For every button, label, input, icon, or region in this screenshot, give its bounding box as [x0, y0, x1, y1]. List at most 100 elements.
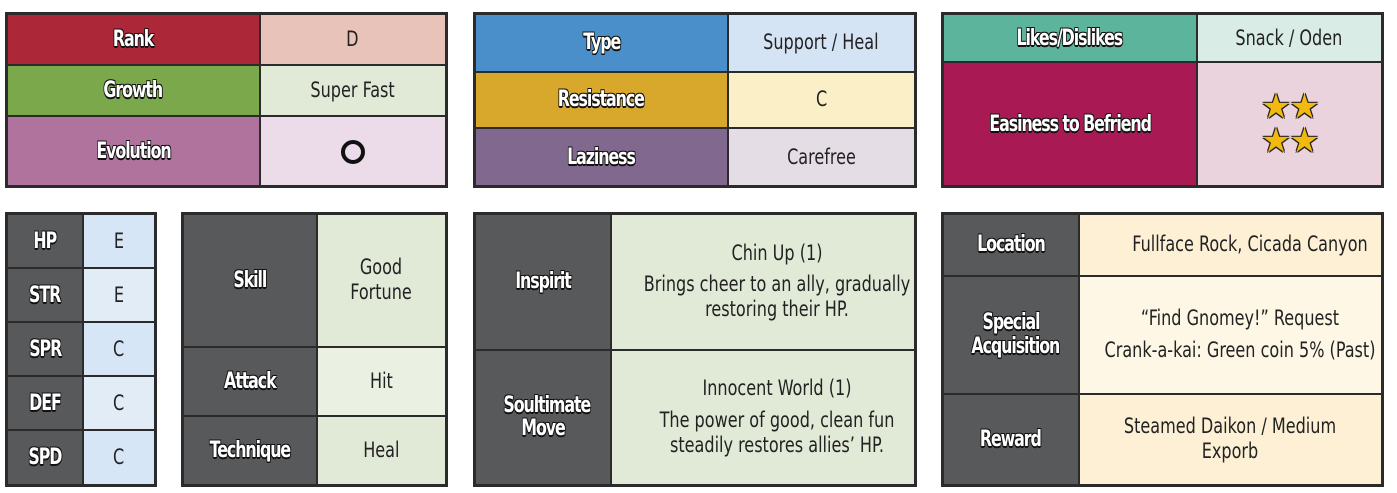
- special-content: “Find Gnomey!” Request Crank-a-kai: Gree…: [1104, 306, 1376, 362]
- reward-label-cell: Reward: [941, 392, 1080, 487]
- skill-label-cell: Skill: [181, 212, 318, 348]
- stat-label: DEF: [28, 390, 62, 416]
- rank-label-cell: Rank: [5, 12, 261, 67]
- laziness-label-cell: Laziness: [473, 127, 729, 188]
- soultimate-label: Soultimate Move: [503, 393, 591, 442]
- technique-value: Heal: [363, 437, 400, 462]
- easiness-label-cell: Easiness to Befriend: [941, 61, 1198, 188]
- technique-value-cell: Heal: [315, 414, 448, 487]
- rank-value: D: [346, 27, 359, 52]
- resistance-value: C: [815, 87, 827, 112]
- stat-label-cell: SPR: [5, 321, 84, 378]
- easiness-value-cell: ★★ ★★: [1195, 61, 1384, 188]
- likes-label: Likes/Dislikes: [1016, 25, 1124, 51]
- acquisition-table: Location Fullface Rock, Cicada Canyon Sp…: [941, 212, 1384, 487]
- reward-label: Reward: [980, 426, 1042, 452]
- rank-label: Rank: [113, 27, 154, 53]
- stat-value-cell: E: [81, 212, 157, 270]
- stat-label: STR: [29, 282, 61, 308]
- type-value-cell: Support / Heal: [726, 12, 917, 73]
- stat-label-cell: HP: [5, 212, 84, 270]
- inspirit-label: Inspirit: [514, 269, 572, 295]
- stat-label-cell: DEF: [5, 375, 84, 432]
- laziness-value: Carefree: [786, 144, 856, 169]
- growth-label: Growth: [103, 78, 164, 104]
- attack-label-cell: Attack: [181, 345, 318, 417]
- stat-value-cell: E: [81, 267, 157, 324]
- skill-label: Skill: [233, 267, 267, 293]
- location-value: Fullface Rock, Cicada Canyon: [1131, 232, 1368, 257]
- type-label-cell: Type: [473, 12, 729, 73]
- evolution-value-cell: [258, 115, 448, 188]
- inspirit-label-cell: Inspirit: [473, 212, 612, 351]
- location-value-cell: Fullface Rock, Cicada Canyon: [1077, 212, 1384, 277]
- stat-value: C: [113, 336, 125, 361]
- technique-label: Technique: [209, 437, 292, 463]
- special-line2: Crank-a-kai: Green coin 5% (Past): [1104, 337, 1375, 362]
- star-icon: ★: [1260, 122, 1292, 161]
- technique-label-cell: Technique: [181, 414, 318, 487]
- inspirit-value-cell: Chin Up (1) Brings cheer to an ally, gra…: [609, 212, 917, 351]
- skill-value-cell: Good Fortune: [315, 212, 448, 348]
- growth-value-cell: Super Fast: [258, 64, 448, 118]
- stat-value-cell: C: [81, 321, 157, 378]
- location-label-cell: Location: [941, 212, 1080, 277]
- evolution-label: Evolution: [96, 138, 171, 164]
- laziness-label: Laziness: [567, 144, 636, 170]
- stat-value: E: [113, 228, 124, 253]
- special-label-cell: Special Acquisition: [941, 274, 1080, 395]
- stat-label: SPR: [28, 336, 62, 362]
- resistance-value-cell: C: [726, 70, 917, 130]
- attack-value: Hit: [369, 368, 393, 393]
- type-value: Support / Heal: [763, 30, 879, 55]
- star-icon: ★: [1289, 122, 1320, 161]
- laziness-value-cell: Carefree: [726, 127, 917, 188]
- social-table: Likes/Dislikes Snack / Oden Easiness to …: [941, 12, 1384, 188]
- stat-value: E: [113, 282, 124, 307]
- likes-value-cell: Snack / Oden: [1195, 12, 1384, 64]
- stat-label: SPD: [28, 445, 62, 471]
- resistance-label: Resistance: [558, 87, 645, 113]
- soultimate-desc: The power of good, clean fun steadily re…: [659, 407, 894, 457]
- likes-value: Snack / Oden: [1235, 25, 1343, 50]
- growth-label-cell: Growth: [5, 64, 261, 118]
- stats-table: HP E STR E SPR C DEF C SPD C: [5, 212, 157, 487]
- stat-value: C: [113, 445, 125, 470]
- attack-label: Attack: [223, 368, 277, 394]
- likes-label-cell: Likes/Dislikes: [941, 12, 1198, 64]
- evolution-label-cell: Evolution: [5, 115, 261, 188]
- special-line1: “Find Gnomey!” Request: [1140, 306, 1339, 331]
- easiness-label: Easiness to Befriend: [989, 111, 1152, 137]
- circle-icon: [340, 139, 365, 164]
- star-icon: ★: [1260, 88, 1292, 127]
- stat-value-cell: C: [81, 375, 157, 432]
- inspirit-name: Chin Up (1): [731, 240, 822, 265]
- inspirit-content: Chin Up (1) Brings cheer to an ally, gra…: [636, 240, 913, 323]
- soultimate-content: Innocent World (1) The power of good, cl…: [636, 376, 913, 458]
- resistance-label-cell: Resistance: [473, 70, 729, 130]
- type-label: Type: [582, 30, 621, 56]
- stat-value: C: [113, 390, 125, 415]
- growth-value: Super Fast: [310, 78, 395, 103]
- soultimate-name: Innocent World (1): [702, 376, 851, 401]
- type-table: Type Support / Heal Resistance C Lazines…: [473, 12, 917, 188]
- special-label: Special Acquisition: [971, 310, 1060, 359]
- basics-table: Rank D Growth Super Fast Evolution: [5, 12, 448, 188]
- soultimate-value-cell: Innocent World (1) The power of good, cl…: [609, 348, 917, 487]
- stat-label-cell: STR: [5, 267, 84, 324]
- skill-value: Good Fortune: [350, 255, 413, 305]
- location-label: Location: [976, 232, 1046, 258]
- stat-value-cell: C: [81, 429, 157, 487]
- star-rating: ★★ ★★: [1199, 88, 1381, 161]
- attack-value-cell: Hit: [315, 345, 448, 417]
- reward-value: Steamed Daikon / Medium Exporb: [1124, 414, 1337, 464]
- star-icon: ★: [1289, 88, 1320, 127]
- inspirit-desc: Brings cheer to an ally, gradually resto…: [643, 272, 910, 322]
- special-value-cell: “Find Gnomey!” Request Crank-a-kai: Gree…: [1077, 274, 1384, 395]
- stat-label: HP: [33, 228, 57, 254]
- stat-label-cell: SPD: [5, 429, 84, 487]
- abilities-table: Skill Good Fortune Attack Hit Technique …: [181, 212, 448, 487]
- moves-table: Inspirit Chin Up (1) Brings cheer to an …: [473, 212, 917, 487]
- reward-value-cell: Steamed Daikon / Medium Exporb: [1077, 392, 1384, 487]
- soultimate-label-cell: Soultimate Move: [473, 348, 612, 487]
